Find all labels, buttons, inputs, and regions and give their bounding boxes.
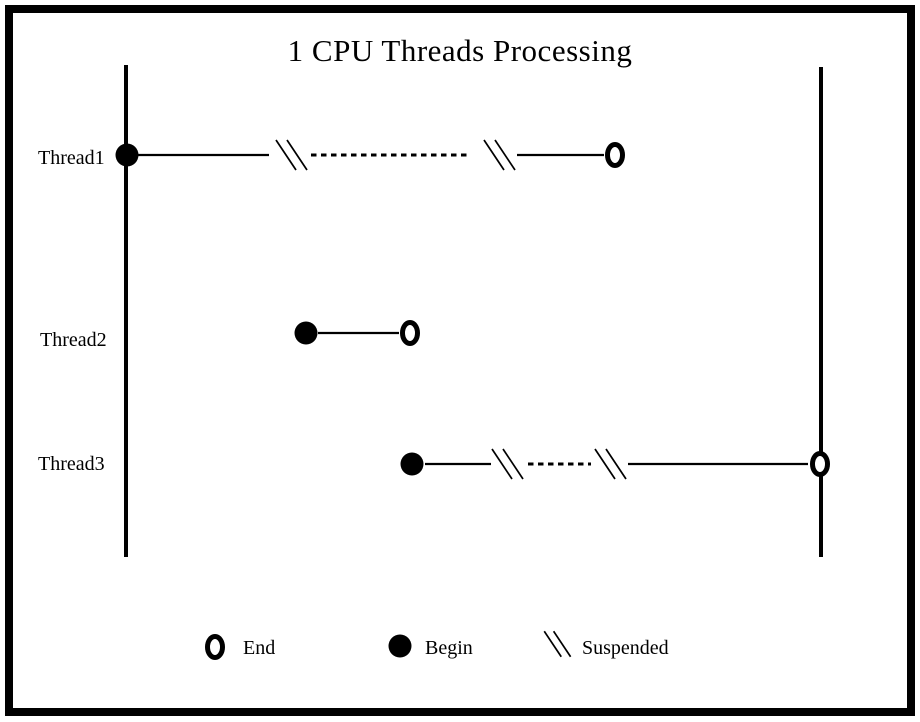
suspend-mark-icon [286, 139, 308, 171]
suspend-mark-icon [494, 139, 516, 171]
suspend-mark-icon [483, 139, 505, 171]
legend-begin-icon [388, 634, 412, 658]
end-marker [400, 320, 420, 346]
end-marker [810, 451, 830, 477]
suspend-mark-icon [275, 139, 297, 171]
legend-suspend-icon [552, 630, 572, 658]
suspend-mark-icon [502, 448, 524, 480]
thread-label: Thread3 [38, 453, 105, 475]
suspend-mark-icon [605, 448, 627, 480]
begin-marker [115, 143, 139, 167]
thread-label: Thread2 [40, 329, 107, 351]
begin-marker [400, 452, 424, 476]
suspend-mark-icon [491, 448, 513, 480]
legend-end-icon [205, 634, 225, 660]
legend-suspend-icon [543, 630, 562, 658]
suspend-mark-icon [594, 448, 616, 480]
begin-marker [294, 321, 318, 345]
legend-label: Suspended [582, 637, 669, 659]
end-marker [605, 142, 625, 168]
diagram-title: 1 CPU Threads Processing [287, 33, 633, 68]
legend-label: Begin [425, 637, 473, 659]
legend-label: End [243, 637, 275, 659]
thread-label: Thread1 [38, 147, 105, 169]
